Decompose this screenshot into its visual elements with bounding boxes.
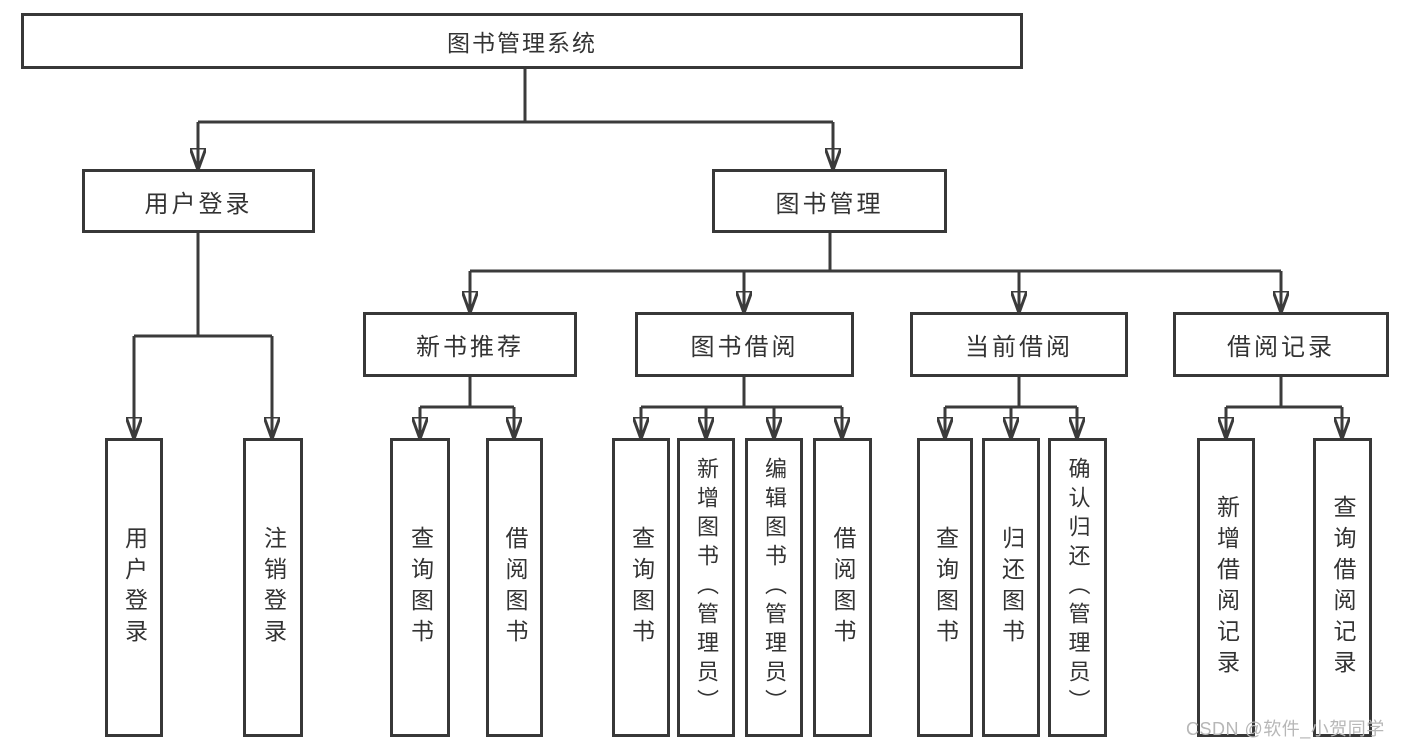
leaf-query-borrow-record-label: 查询借阅记录 [1330,494,1356,681]
leaf-borrow-books-1: 借阅图书 [486,438,543,737]
leaf-return-books: 归还图书 [982,438,1040,737]
leaf-add-borrow-record: 新增借阅记录 [1197,438,1255,737]
leaf-confirm-return-admin-label: 确认归还（管理员） [1065,457,1091,718]
leaf-borrow-books-2-label: 借阅图书 [830,525,856,650]
leaf-query-books-2: 查询图书 [612,438,670,737]
leaf-edit-books-admin-label: 编辑图书（管理员） [762,457,787,718]
leaf-return-books-label: 归还图书 [998,525,1025,650]
node-root: 图书管理系统 [21,13,1023,69]
leaf-query-books-2-label: 查询图书 [628,525,655,650]
node-borrowing-records: 借阅记录 [1173,312,1389,377]
leaf-query-books-3-label: 查询图书 [932,525,959,650]
node-current-borrowing-label: 当前借阅 [965,334,1073,361]
watermark: CSDN @软件_小贺同学 [1186,719,1385,739]
node-user-login: 用户登录 [82,169,315,233]
node-book-borrowing: 图书借阅 [635,312,854,377]
leaf-query-borrow-record: 查询借阅记录 [1313,438,1372,737]
node-book-management: 图书管理 [712,169,947,233]
leaf-borrow-books-2: 借阅图书 [813,438,872,737]
node-user-login-label: 用户登录 [144,190,253,218]
node-borrowing-records-label: 借阅记录 [1227,334,1335,361]
leaf-logout-label: 注销登录 [260,525,287,650]
leaf-add-books-admin: 新增图书（管理员） [677,438,735,737]
node-root-label: 图书管理系统 [447,30,597,56]
leaf-user-login: 用户登录 [105,438,163,737]
leaf-query-books-1: 查询图书 [390,438,450,737]
leaf-edit-books-admin: 编辑图书（管理员） [745,438,803,737]
leaf-add-books-admin-label: 新增图书（管理员） [694,457,719,718]
leaf-borrow-books-1-label: 借阅图书 [502,525,528,650]
node-new-book-recommend: 新书推荐 [363,312,577,377]
leaf-query-books-3: 查询图书 [917,438,973,737]
leaf-query-books-1-label: 查询图书 [407,525,434,650]
node-new-book-recommend-label: 新书推荐 [416,334,524,361]
node-book-borrowing-label: 图书借阅 [690,334,799,361]
leaf-add-borrow-record-label: 新增借阅记录 [1213,494,1240,681]
leaf-logout: 注销登录 [243,438,303,737]
node-current-borrowing: 当前借阅 [910,312,1128,377]
leaf-confirm-return-admin: 确认归还（管理员） [1048,438,1107,737]
leaf-user-login-label: 用户登录 [121,525,148,650]
node-book-management-label: 图书管理 [775,190,884,218]
